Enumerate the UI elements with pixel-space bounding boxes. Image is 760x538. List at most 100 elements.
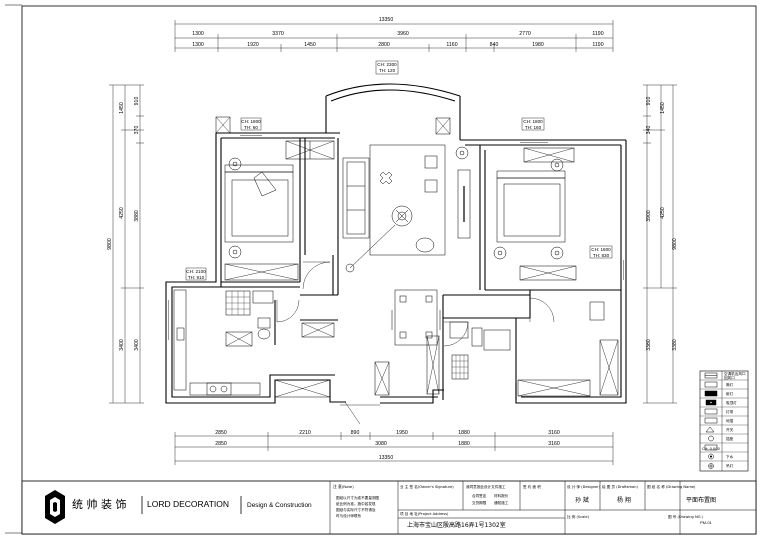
tv-cabinet [457, 169, 471, 239]
drawing-name: 平面布置图 [686, 496, 716, 504]
right-dimensions [643, 84, 677, 404]
dim-right-r2-1: 340 [646, 126, 652, 135]
win-bedr-ch: CH: 1800 [523, 119, 543, 124]
address-label: 项 目 地 址(Project Address) [400, 511, 449, 516]
dim-bot-r2-0: 2850 [215, 441, 227, 447]
rug [369, 144, 446, 256]
doors [276, 261, 555, 425]
kitchen [173, 289, 261, 396]
win-balcony-th: TH: 120 [379, 68, 396, 73]
legend: 空调机出风口 回风口 筒灯 射灯 吸顶灯 灯带 地插 开关 插座 CH: 0.0… [699, 370, 749, 472]
legend-item-2: 筒灯 [726, 382, 734, 387]
legend-labels: 空调机出风口 回风口 筒灯 射灯 吸顶灯 灯带 地插 开关 插座 CH: 0.0… [702, 371, 746, 468]
dim-left-r1-1: 4250 [119, 207, 125, 219]
legend-item-10: 吊灯 [726, 463, 734, 468]
note-line-2: 图纸与实际尺寸不符请及 [336, 507, 376, 512]
dim-left-r2-1: 370 [134, 126, 140, 135]
window-labels: CH: 2300 TH: 120 CH: 1800 TH: 60 CH: 180… [185, 60, 613, 281]
drawing-no: PM-01 [700, 520, 713, 525]
legend-item-1: 回风口 [724, 375, 735, 380]
dim-top-r2-6: 1980 [532, 42, 544, 48]
approve-1: 材料报价 [494, 493, 509, 498]
dim-top-r1-1: 3370 [272, 31, 284, 37]
legend-item-8: 插座 [726, 436, 734, 441]
legend-item-9: 下水 [726, 454, 734, 459]
legend-symbols [704, 372, 718, 469]
dim-bot-r2-3: 3160 [548, 441, 560, 447]
right-dim-text: 910 340 3900 3380 1450 4250 9800 3380 [646, 97, 678, 351]
dim-bot-r1-1: 2210 [299, 430, 311, 436]
drafter-label: 绘 图 员 (Draftsman) [602, 484, 639, 489]
bottom-dimensions [174, 432, 614, 465]
furniture [173, 116, 619, 425]
dim-right-extra: 3380 [672, 339, 678, 351]
top-dim-text: 13350 1300 3370 3960 2770 1190 1300 1920… [192, 17, 603, 48]
owner-sign-label: 签 约 面 积 [523, 484, 541, 489]
bathroom-right [449, 301, 619, 397]
dim-left-r2-0: 910 [134, 97, 140, 106]
note-line-1: 纸比例为准。施中若发现 [336, 501, 376, 506]
note-line-3: 时与设计师联系 [336, 513, 362, 518]
dim-top-r1-2: 3960 [397, 31, 409, 37]
drawing-name-label: 图 纸 名 称 (Drawing Name) [647, 484, 696, 489]
top-dimensions [174, 20, 614, 52]
win-bedr-th: TH: 160 [525, 125, 542, 130]
note-line-0: 图纸以尺寸为准不要量测图 [336, 495, 380, 500]
brand-cn: 统 帅 装 饰 [72, 497, 127, 511]
wardrobe-right [519, 265, 577, 281]
legend-item-3: 射灯 [726, 391, 734, 396]
dining-table [394, 289, 438, 346]
title-block: 统 帅 装 饰 LORD DECORATION Design & Constru… [21, 480, 757, 535]
dim-right-r1-0: 1450 [660, 102, 666, 114]
legend-item-7: 开关 [726, 427, 734, 432]
dim-left-r1-0: 1450 [119, 102, 125, 114]
dim-bot-r1-5: 3160 [548, 430, 560, 436]
left-dim-text: 9800 1450 4250 3400 910 370 3880 3400 [107, 97, 140, 351]
approve-3: 通知施工 [494, 500, 509, 505]
left-dimensions [109, 84, 144, 404]
dim-bot-r1-0: 2850 [215, 430, 227, 436]
dim-top-r2-5: 840 [490, 42, 499, 48]
bottom-dim-text: 2850 2210 890 1950 1880 3160 2850 3080 1… [215, 430, 560, 461]
win-balcony-ch: CH: 2300 [377, 62, 397, 67]
dim-right-r2-3: 3380 [646, 339, 652, 351]
bathroom-left [225, 290, 335, 398]
legend-item-5: 灯带 [726, 409, 734, 414]
win-left-th: TH: 910 [188, 275, 205, 280]
dim-bot-r1-2: 890 [351, 430, 360, 436]
dim-top-r2-4: 1160 [446, 42, 457, 48]
bed-left [224, 157, 294, 259]
dim-top-r2-7: 1190 [592, 42, 603, 48]
dim-left-outer: 9800 [107, 238, 113, 250]
dim-left-r2-3: 3400 [134, 339, 140, 351]
dim-right-r2-0: 910 [646, 97, 652, 106]
corridor-cabinet [374, 361, 390, 396]
project-address: 上海市宝山区殷高路16弄1号1302室 [407, 521, 506, 529]
walls [165, 83, 627, 404]
approve-text: 我同意按此设计文件施工 [466, 484, 506, 489]
approve-0: 合同签定 [472, 493, 487, 498]
legend-item-4: 吸顶灯 [726, 400, 737, 405]
dim-right-outer: 9800 [672, 238, 678, 250]
win-right-ch: CH: 1600 [591, 247, 611, 252]
dim-bot-r1-3: 1950 [396, 430, 408, 436]
drafter-name: 杨 翔 [617, 496, 631, 504]
win-right-th: TH: 830 [593, 253, 610, 258]
owner-label: 业 主 签 名(Owner's Signature) [400, 484, 454, 489]
legend-code-8: CH: 0.000 [702, 447, 721, 451]
note-label: 注 意(Note) [333, 484, 354, 489]
legend-item-0: 空调机出风口 [724, 371, 746, 376]
coffee-table [391, 205, 413, 227]
designer-label: 设 计 师 (Designer) [567, 484, 601, 489]
dim-bot-r2-1: 3080 [375, 441, 387, 447]
dim-top-r1-4: 1190 [592, 31, 603, 37]
dim-top-r1-3: 2770 [519, 31, 531, 37]
bed-right [493, 158, 566, 260]
legend-item-6: 地插 [726, 418, 734, 423]
dim-bot-r2-2: 1880 [458, 441, 470, 447]
designer-name: 孙 斌 [575, 496, 589, 504]
wardrobe-left [224, 263, 299, 281]
dim-top-r2-1: 1920 [247, 42, 259, 48]
dim-left-r1-2: 3400 [119, 339, 125, 351]
scale-label: 比 例 (Scale) [567, 514, 590, 519]
